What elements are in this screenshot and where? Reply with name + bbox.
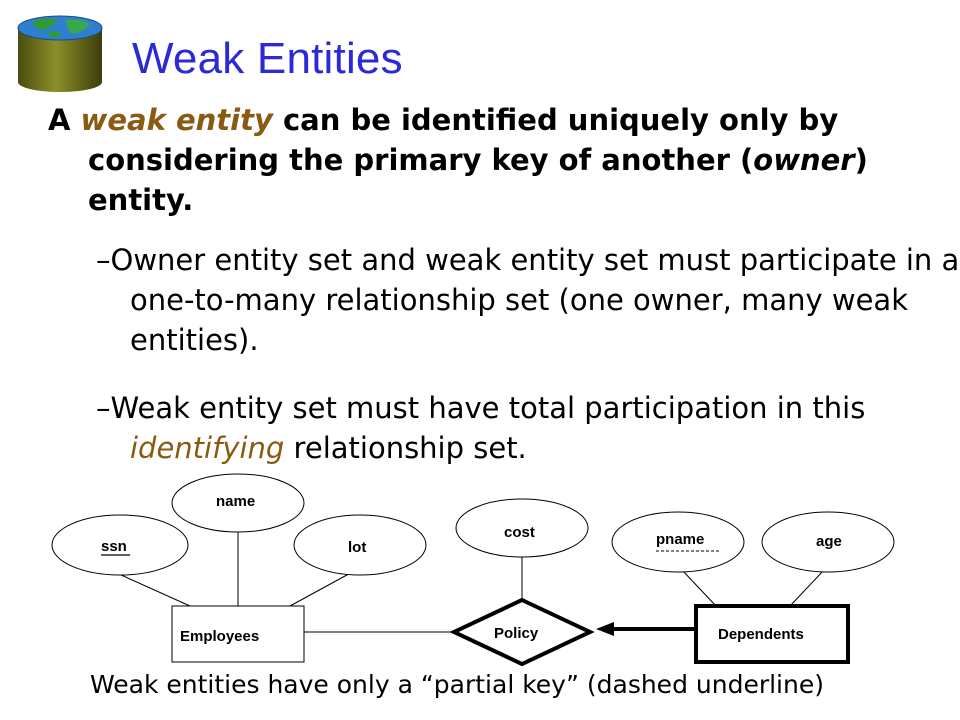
arrow-head-icon: [596, 622, 614, 636]
line-lot-employees: [289, 569, 357, 607]
bullet-term-identifying: identifying: [130, 431, 285, 465]
bullet-owner-participation: –Owner entity set and weak entity set mu…: [96, 240, 960, 360]
entity-dependents-label: Dependents: [718, 626, 804, 643]
bullet-total-participation: –Weak entity set must have total partici…: [96, 388, 960, 468]
intro-text-1: A: [48, 103, 81, 137]
entity-employees-label: Employees: [180, 628, 259, 645]
bullet-text-post: relationship set.: [284, 431, 527, 465]
entity-employees: [171, 605, 305, 663]
intro-text-3: ) entity.: [88, 143, 868, 217]
bullet-dash: –: [96, 391, 111, 425]
bullet-text: Owner entity set and weak entity set mus…: [110, 243, 960, 357]
intro-text-2: can be identified uniquely only by consi…: [88, 103, 839, 177]
attribute-age: [761, 511, 895, 573]
line-pname-dependents: [681, 569, 717, 607]
intro-paragraph: A weak entity can be identified uniquely…: [48, 100, 948, 220]
attribute-name: [171, 473, 305, 533]
attribute-ssn: [51, 514, 189, 576]
attribute-age-label: age: [816, 533, 842, 550]
intro-term-owner: owner: [753, 143, 855, 177]
relationship-policy-label: Policy: [494, 625, 539, 642]
database-cylinder-icon: [17, 15, 103, 92]
line-ssn-employees: [109, 569, 191, 607]
identifying-relationship-policy: [449, 597, 595, 667]
attribute-pname-label: pname: [656, 531, 704, 548]
attribute-lot-label: lot: [348, 539, 366, 556]
bullet-text-pre: Weak entity set must have total particip…: [110, 391, 866, 425]
attribute-ssn-label: ssn: [101, 538, 127, 555]
line-age-dependents: [789, 569, 825, 607]
caption: Weak entities have only a “partial key” …: [90, 670, 824, 699]
attribute-pname: [611, 511, 745, 573]
weak-entity-dependents: [694, 604, 850, 664]
attribute-cost-label: cost: [504, 524, 535, 541]
er-diagram: ssn name lot cost pname age Employees De…: [51, 473, 895, 667]
er-connectors: [109, 530, 825, 633]
bullet-dash: –: [96, 243, 111, 277]
intro-term-weak-entity: weak entity: [80, 103, 273, 137]
attribute-cost: [455, 498, 589, 558]
slide-title: Weak Entities: [132, 34, 403, 83]
attribute-lot: [293, 514, 427, 576]
attribute-name-label: name: [216, 493, 255, 510]
